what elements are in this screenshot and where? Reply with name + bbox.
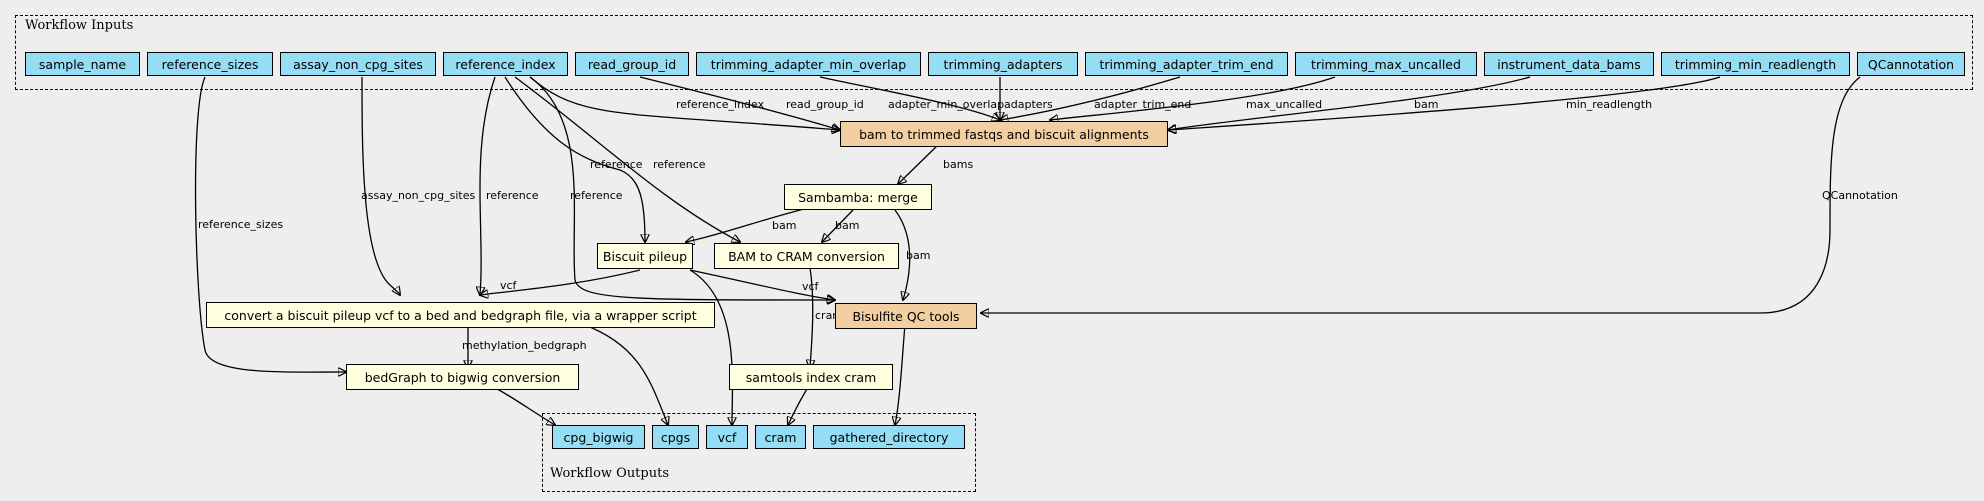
edge-assay-to-convert [361, 76, 400, 295]
edge-label-bam-instrument: bam [1414, 98, 1439, 111]
edge-label-bams: bams [943, 158, 974, 171]
edge-read-group-id-to-trim [639, 76, 840, 130]
edge-label-bam-cram: bam [835, 219, 860, 232]
edge-samtools-to-cram-output [788, 383, 811, 425]
edge-convert-to-cpgs [579, 322, 668, 425]
edge-cram-to-samtools [810, 267, 813, 368]
edge-label-adapters: adapters [1004, 98, 1053, 111]
workflow-outputs-cluster [542, 413, 976, 492]
step-node-sambamba-merge[interactable]: Sambamba: merge [784, 184, 932, 210]
edge-bigwig-to-cpg-bigwig [487, 383, 555, 425]
output-node-cram[interactable]: cram [755, 425, 806, 449]
edge-reference-to-cram [514, 76, 740, 242]
edge-pileup-to-qc [689, 269, 835, 300]
edge-reference-index-to-trim [529, 76, 840, 130]
edge-label-reference-pileup: reference [590, 158, 643, 171]
step-node-bedgraph-to-bigwig[interactable]: bedGraph to bigwig conversion [346, 364, 579, 390]
input-node-reference-sizes[interactable]: reference_sizes [147, 52, 273, 76]
step-node-bam-to-trimmed-fastqs[interactable]: bam to trimmed fastqs and biscuit alignm… [840, 121, 1168, 147]
edge-sambamba-to-pileup [686, 207, 809, 242]
edge-label-methylation-bedgraph: methylation_bedgraph [462, 339, 587, 352]
input-node-assay-non-cpg-sites[interactable]: assay_non_cpg_sites [280, 52, 436, 76]
input-node-trimming-adapter-trim-end[interactable]: trimming_adapter_trim_end [1085, 52, 1288, 76]
edge-label-read-group-id: read_group_id [786, 98, 864, 111]
step-node-convert-vcf-to-bed[interactable]: convert a biscuit pileup vcf to a bed an… [206, 302, 715, 328]
edge-label-reference-index: reference_index [676, 98, 765, 111]
output-node-cpg-bigwig[interactable]: cpg_bigwig [552, 425, 645, 449]
edge-label-adapter-min-overlap: adapter_min_overlap [888, 98, 1005, 111]
edge-label-bam-pileup: bam [772, 219, 797, 232]
edge-label-vcf-convert: vcf [500, 279, 517, 292]
edge-label-min-readlength: min_readlength [1566, 98, 1653, 111]
edge-pileup-to-convert [480, 269, 641, 295]
edge-label-reference-convert: reference [486, 189, 539, 202]
edge-max-uncalled-to-trim [1050, 76, 1336, 120]
workflow-inputs-cluster [15, 15, 1973, 90]
edge-label-reference-cram: reference [653, 158, 706, 171]
step-node-biscuit-pileup[interactable]: Biscuit pileup [597, 243, 693, 269]
input-node-reference-index[interactable]: reference_index [443, 52, 568, 76]
input-node-sample-name[interactable]: sample_name [25, 52, 140, 76]
input-node-trimming-adapters[interactable]: trimming_adapters [928, 52, 1078, 76]
step-node-samtools-index-cram[interactable]: samtools index cram [729, 364, 893, 390]
workflow-inputs-label: Workflow Inputs [25, 18, 134, 33]
output-node-gathered-directory[interactable]: gathered_directory [813, 425, 965, 449]
edge-adapter-min-overlap-to-trim [819, 76, 1000, 120]
edge-pileup-to-vcf [689, 269, 732, 425]
edge-qcannotation-to-qc [981, 76, 1861, 313]
edge-label-adapter-trim-end: adapter_trim_end [1094, 98, 1192, 111]
edge-label-max-uncalled: max_uncalled [1246, 98, 1323, 111]
edge-trim-to-sambamba [898, 142, 941, 184]
edge-label-bam-qc: bam [906, 249, 931, 262]
edge-instrument-data-bams-to-trim [1168, 76, 1531, 130]
edge-label-vcf-qc: vcf [802, 280, 819, 293]
edge-reference-to-pileup [504, 76, 645, 242]
edge-sambamba-to-cram [822, 209, 854, 242]
input-node-trimming-adapter-min-overlap[interactable]: trimming_adapter_min_overlap [696, 52, 921, 76]
edge-reference-to-convert [480, 76, 496, 295]
edge-sambamba-to-qc [894, 209, 911, 300]
output-node-cpgs[interactable]: cpgs [652, 425, 699, 449]
input-node-read-group-id[interactable]: read_group_id [575, 52, 689, 76]
step-node-bisulfite-qc-tools[interactable]: Bisulfite QC tools [835, 303, 977, 329]
input-node-trimming-max-uncalled[interactable]: trimming_max_uncalled [1295, 52, 1477, 76]
edge-reference-to-qc [529, 76, 835, 300]
edge-min-readlength-to-trim [1168, 76, 1721, 130]
input-node-qcannotation[interactable]: QCannotation [1857, 52, 1965, 76]
edge-adapter-trim-end-to-trim [1000, 76, 1181, 120]
edge-label-reference-qc: reference [570, 189, 623, 202]
edge-label-assay-non-cpg-sites: assay_non_cpg_sites [361, 189, 476, 202]
edge-label-qcannotation: QCannotation [1822, 189, 1898, 202]
output-node-vcf[interactable]: vcf [706, 425, 748, 449]
edge-qc-to-gathered [895, 323, 906, 425]
input-node-instrument-data-bams[interactable]: instrument_data_bams [1484, 52, 1654, 76]
edge-label-reference-sizes: reference_sizes [198, 218, 284, 231]
edge-reference-sizes-to-bigwig [194, 76, 346, 372]
step-node-bam-to-cram[interactable]: BAM to CRAM conversion [714, 243, 899, 269]
workflow-outputs-label: Workflow Outputs [550, 466, 669, 481]
input-node-trimming-min-readlength[interactable]: trimming_min_readlength [1661, 52, 1850, 76]
